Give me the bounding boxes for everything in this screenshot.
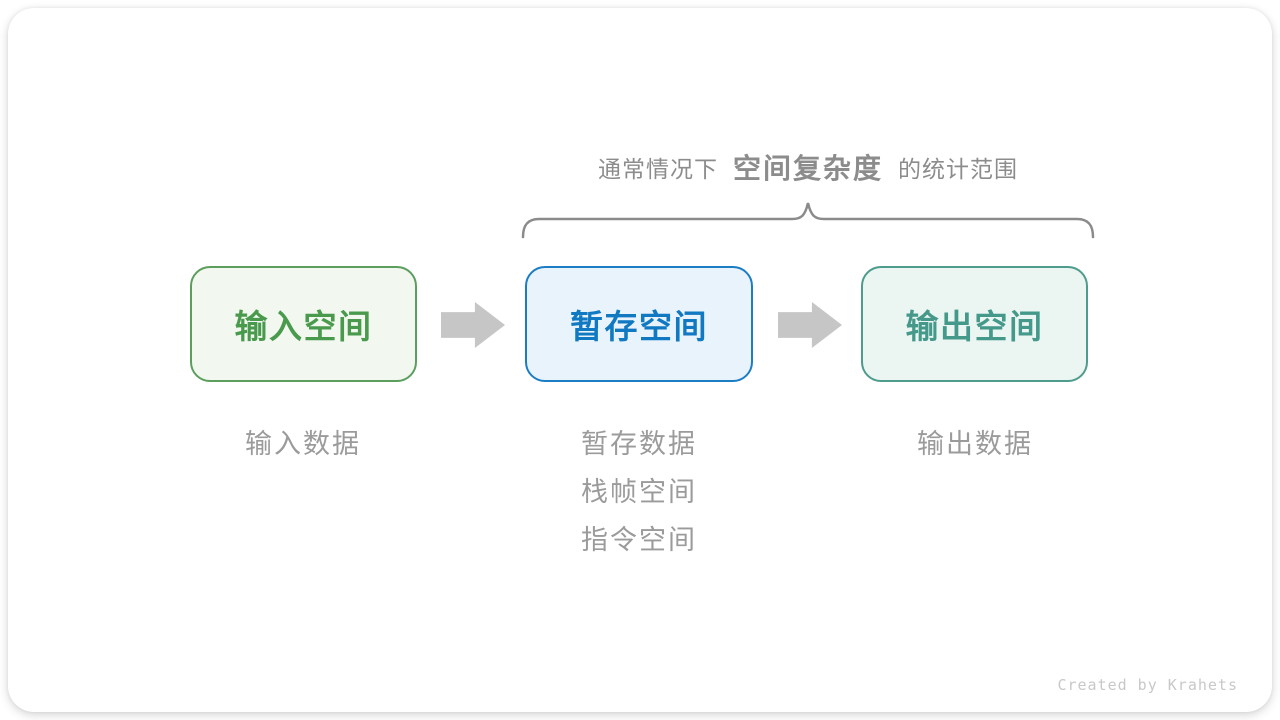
note-output-data: 输出数据 — [917, 429, 1033, 459]
note-buffer-data: 暂存数据 — [581, 429, 697, 459]
title-prefix: 通常情况下 — [597, 156, 718, 182]
scope-brace-path — [521, 202, 1095, 239]
slide-card: 通常情况下 空间复杂度 的统计范围 输入空间 暂存空间 输出空间 输入数据 暂存… — [8, 8, 1272, 712]
note-input-data: 输入数据 — [245, 429, 361, 459]
title-highlight: 空间复杂度 — [732, 153, 884, 184]
arrow-right-icon — [778, 302, 842, 348]
box-buffer-space: 暂存空间 — [525, 266, 753, 382]
note-stack-frame-space: 栈帧空间 — [581, 477, 697, 507]
title-suffix: 的统计范围 — [898, 156, 1019, 182]
box-buffer-space-label: 暂存空间 — [570, 308, 708, 345]
box-input-space-label: 输入空间 — [234, 308, 373, 345]
diagram-title: 通常情况下 空间复杂度 的统计范围 — [598, 148, 1018, 186]
credit-text: Created by Krahets — [1057, 676, 1238, 694]
box-input-space: 输入空间 — [190, 266, 417, 382]
scope-brace — [521, 202, 1095, 239]
arrow-right-icon — [441, 302, 505, 348]
box-output-space-label: 输出空间 — [905, 308, 1044, 345]
note-instruction-space: 指令空间 — [581, 525, 697, 555]
box-output-space: 输出空间 — [861, 266, 1088, 382]
